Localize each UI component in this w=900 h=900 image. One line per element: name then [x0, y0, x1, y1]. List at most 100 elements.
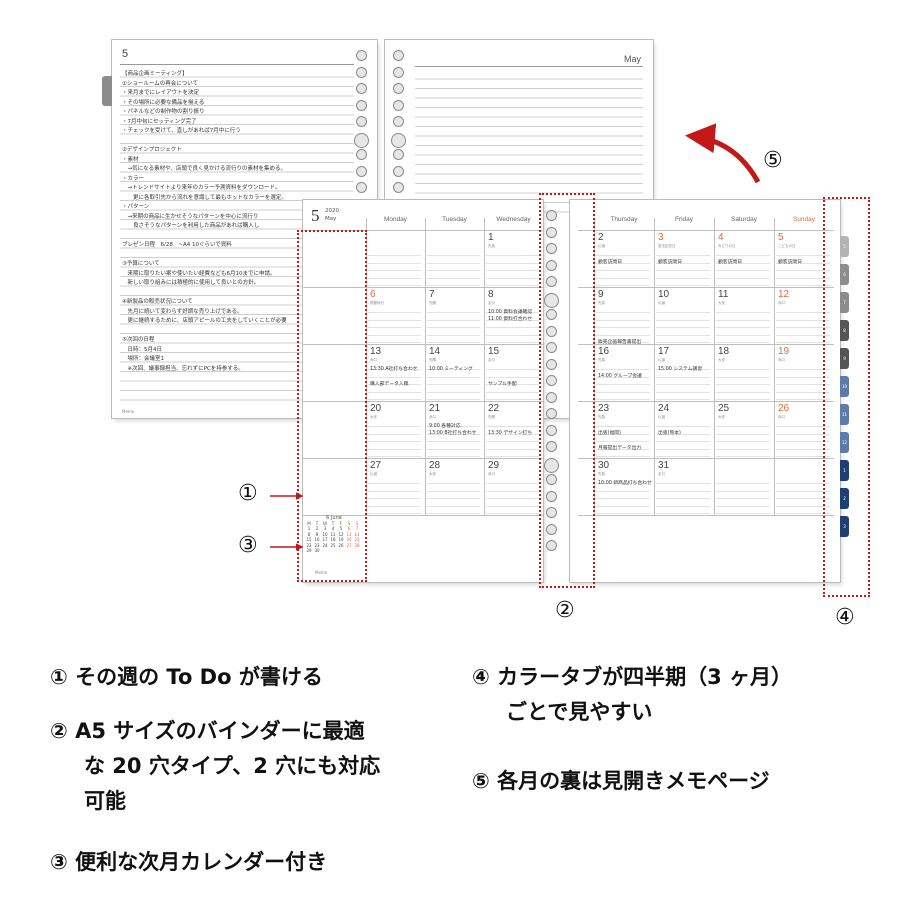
entry-line [596, 441, 650, 443]
entry-line [368, 369, 421, 371]
entry-line [596, 255, 650, 257]
entry-line [776, 319, 830, 321]
week-left-footer: Memo [315, 570, 328, 575]
mini-cal-day: 28 [354, 542, 360, 548]
schedule-entry: 11:00 資料打合わせ [488, 317, 533, 323]
day-header: Thursday [610, 216, 638, 223]
entry-line [596, 513, 650, 514]
mini-cal-weekday: S [355, 521, 359, 526]
month-tab[interactable]: 8 [840, 320, 849, 341]
col-rule [543, 218, 544, 515]
entry-line [656, 270, 710, 272]
col-rule [774, 218, 775, 515]
day-number: 6 [370, 289, 376, 300]
schedule-entry: 購入部データ入稿 [370, 381, 409, 387]
entry-line [716, 312, 770, 314]
month-tab[interactable]: 11 [840, 404, 849, 425]
month-tab[interactable]: 1 [840, 460, 849, 481]
entry-line [486, 369, 539, 371]
memo-line: ・パネルなどの制作物の割り振り [122, 109, 205, 115]
callout-number-4: ④ [835, 605, 855, 630]
entry-line [427, 426, 480, 428]
month-tab-label: 11 [841, 412, 848, 417]
entry-line [427, 312, 480, 314]
month-tab[interactable]: 9 [840, 348, 849, 369]
month-tab[interactable]: 10 [840, 376, 849, 397]
entry-line [716, 285, 770, 286]
entry-line [368, 391, 421, 393]
mini-cal-day: 20 [346, 537, 352, 542]
binder-rings-left [544, 210, 560, 560]
entry-line [776, 456, 830, 457]
rokuyo-label: 大安 [718, 415, 725, 419]
rokuyo-label: 赤口 [778, 301, 785, 305]
entry-line [486, 391, 539, 393]
rokuyo-label: 友引 [488, 358, 495, 362]
entry-line [776, 490, 830, 492]
month-tab[interactable]: 3 [840, 516, 849, 537]
rokuyo-label: みどりの日 [718, 244, 736, 248]
entry-line [596, 498, 650, 500]
entry-line [716, 277, 770, 279]
col-rule [484, 218, 485, 515]
mini-cal-day: 22 [306, 542, 312, 548]
memo-line: 場所：会議室1 [122, 356, 165, 362]
schedule-entry: 14:00 グループ会議 [598, 374, 642, 380]
schedule-entry: 出張(福岡) [598, 431, 621, 437]
memo-line: ・カラー [122, 175, 145, 182]
entry-line [368, 334, 421, 336]
entry-line [486, 384, 539, 386]
binder-hole [546, 358, 557, 370]
mini-cal-weekday: F [339, 521, 343, 526]
mini-cal-day: 8 [307, 531, 311, 537]
entry-line [656, 483, 710, 485]
month-tab[interactable]: 12 [840, 432, 849, 453]
memo-top-rule [120, 64, 354, 65]
entry-line [656, 426, 710, 428]
mini-cal-day: 11 [330, 531, 336, 537]
month-tab[interactable]: 6 [840, 264, 849, 285]
entry-line [486, 483, 539, 485]
rokuyo-label: 仏滅 [658, 415, 665, 419]
entry-line [716, 426, 770, 428]
binder-hole [354, 132, 369, 148]
entry-line [776, 312, 830, 314]
entry-line [596, 312, 650, 314]
entry-line [656, 285, 710, 286]
month-tab[interactable]: 2 [840, 488, 849, 509]
rokuyo-label: 仏滅 [598, 244, 605, 248]
entry-line [486, 513, 539, 514]
entry-line [656, 369, 710, 371]
schedule-entry: サンプル手配 [488, 381, 517, 387]
feature-2-line1: ② A5 サイズのバインダーに最適 [50, 719, 365, 743]
entry-line [427, 369, 480, 371]
highlight-todo-column [297, 230, 367, 582]
entry-line [596, 505, 650, 507]
entry-line [427, 384, 480, 386]
entry-line [486, 441, 539, 443]
month-tab[interactable]: 7 [840, 292, 849, 313]
month-tab-label: 9 [843, 356, 846, 361]
binder-hole [393, 99, 404, 111]
entry-line [716, 369, 770, 371]
row-rule [578, 515, 834, 516]
rokuyo-label: 振替休日 [370, 301, 384, 305]
entry-line [716, 376, 770, 378]
entry-line [716, 334, 770, 336]
binder-hole [393, 165, 404, 177]
binder-hole [546, 490, 557, 502]
rokuyo-label: 大安 [429, 472, 436, 476]
memo-right-top-rule [415, 66, 643, 67]
memo-line: 良さそうなパターンを利用した商品があれば購入し [122, 223, 260, 229]
memo-line: 新しい取り組みには積極的に使用して良いとの方針。 [122, 280, 260, 286]
entry-line [368, 342, 421, 343]
day-number: 27 [370, 460, 382, 471]
entry-line [368, 255, 421, 257]
entry-line [776, 255, 830, 257]
entry-line [776, 277, 830, 279]
month-tab[interactable]: 5 [840, 236, 849, 257]
binder-hole [546, 523, 557, 535]
row-rule [303, 401, 543, 402]
